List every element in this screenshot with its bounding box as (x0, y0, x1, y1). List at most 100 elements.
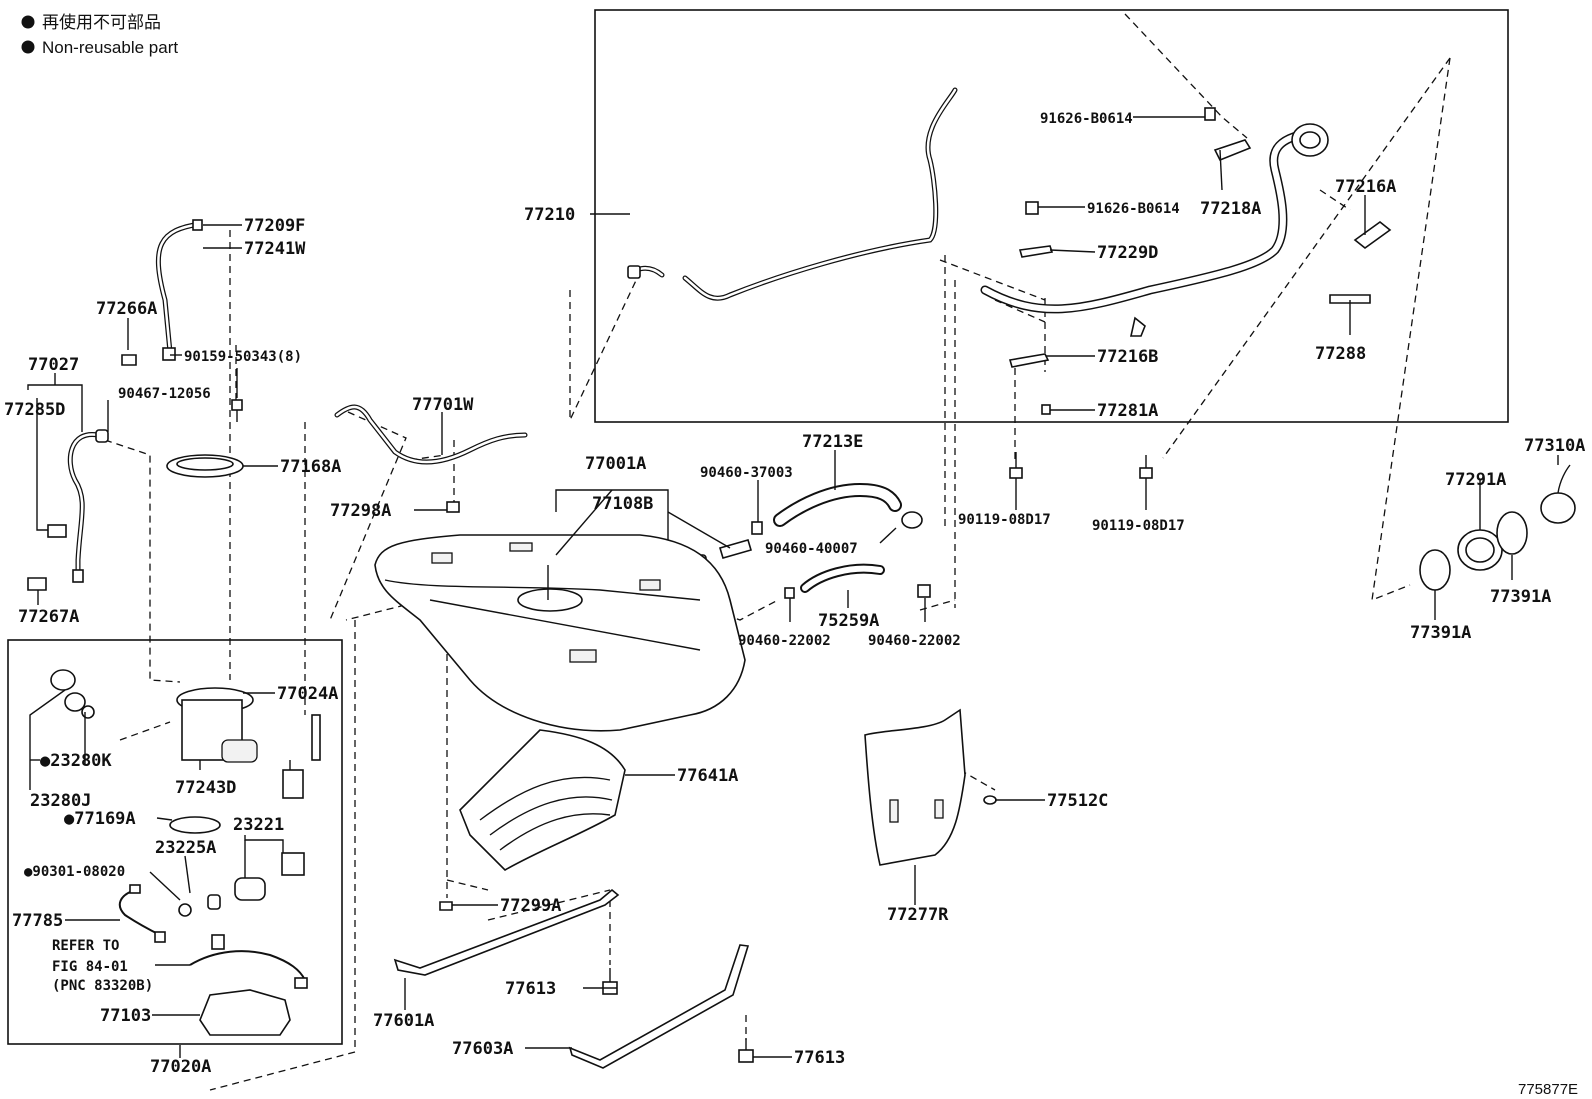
label-77216A: 77216A (1335, 177, 1396, 197)
label-90467-12056: 90467-12056 (118, 386, 211, 402)
bolt-91626-a (1204, 107, 1216, 121)
clip-77266A (121, 354, 137, 366)
label-77213E: 77213E (802, 432, 863, 452)
legend-line-en: Non-reusable part (42, 38, 178, 57)
filler-tube-77210 (627, 87, 958, 301)
label-77603A: 77603A (452, 1039, 513, 1059)
figure-id: 775877E (1518, 1081, 1578, 1098)
protector-77277R (864, 708, 966, 866)
label-90159-50343: 90159-50343(8) (184, 349, 302, 365)
ring-77291A (1457, 529, 1503, 571)
label-90460-22002-a: 90460-22002 (738, 633, 831, 649)
fuel-line-77701W (334, 404, 528, 465)
label-77024A: 77024A (277, 684, 338, 704)
legend-line-ja: 再使用不可部品 (42, 12, 161, 32)
clip-90460-22002-b (917, 584, 931, 598)
label-77243D: 77243D (175, 778, 236, 798)
bracket-77216A (1353, 220, 1392, 250)
clip-77299A (439, 901, 453, 911)
bracket-77229D (1018, 245, 1054, 258)
clamp-90460-37003 (751, 521, 763, 535)
label-90119-08D17-a: 90119-08D17 (958, 512, 1051, 528)
label-pnc-83320B: (PNC 83320B) (52, 978, 153, 994)
gasket-77391A-b (1419, 549, 1451, 591)
clip-77281A (1041, 404, 1051, 415)
label-77210: 77210 (524, 205, 575, 225)
bracket-77218A (1213, 139, 1252, 162)
label-77020A: 77020A (150, 1057, 211, 1077)
fuel-tank-77001A (374, 534, 746, 732)
label-refer-to: REFER TO (52, 938, 119, 954)
label-77613-a: 77613 (505, 979, 556, 999)
bolt-90119-a (1009, 452, 1023, 479)
bolt-90119-b (1139, 455, 1153, 479)
label-77613-b: 77613 (794, 1048, 845, 1068)
leader-lines (27, 116, 1559, 1058)
legend: 再使用不可部品 Non-reusable part (21, 12, 178, 57)
gasket-77168A (166, 454, 244, 478)
hose-75259A (800, 563, 885, 593)
pump-module-77024A (176, 687, 321, 763)
label-77169A: ●77169A (64, 809, 136, 829)
insulator-77641A (459, 729, 626, 871)
label-77641A: 77641A (677, 766, 738, 786)
label-77277R: 77277R (887, 905, 949, 925)
label-91626-B0614-a: 91626-B0614 (1040, 111, 1133, 127)
label-91626-B0614-b: 91626-B0614 (1087, 201, 1180, 217)
part-labels: 77209F 77241W 77266A 77027 77285D 90159-… (4, 111, 1585, 1077)
bolt-77613-a (602, 968, 618, 995)
label-23280K: ●23280K (40, 751, 112, 771)
breather-tube-77209F (155, 219, 203, 361)
label-77209F: 77209F (244, 216, 305, 236)
label-77103: 77103 (100, 1006, 151, 1026)
label-23221: 23221 (233, 815, 284, 835)
label-77785: 77785 (12, 911, 63, 931)
label-90119-08D17-b: 90119-08D17 (1092, 518, 1185, 534)
filter-23280J (50, 669, 95, 719)
label-77266A: 77266A (96, 299, 157, 319)
hose-77213E (773, 482, 902, 527)
label-90460-22002-b: 90460-22002 (868, 633, 961, 649)
label-fig-84-01: FIG 84-01 (52, 959, 128, 975)
label-77216B: 77216B (1097, 347, 1158, 367)
label-23280J: 23280J (30, 791, 91, 811)
o-ring-90301 (178, 903, 192, 917)
label-77108B: 77108B (592, 494, 653, 514)
sender-77243D (282, 760, 304, 799)
bracket-77216B (1008, 353, 1050, 368)
label-77267A: 77267A (18, 607, 79, 627)
label-77285D: 77285D (4, 400, 65, 420)
label-77218A: 77218A (1200, 199, 1261, 219)
bracket-77288 (1329, 294, 1371, 304)
label-90460-37003: 90460-37003 (700, 465, 793, 481)
label-77299A: 77299A (500, 896, 561, 916)
clip-90460-22002-a (784, 587, 795, 599)
pump-23221 (234, 852, 305, 901)
label-77001A: 77001A (585, 454, 646, 474)
clip-77298A (446, 501, 460, 513)
label-77298A: 77298A (330, 501, 391, 521)
label-77241W: 77241W (244, 239, 306, 259)
harness-83320B (189, 934, 308, 989)
cover-77103 (199, 989, 291, 1036)
label-77229D: 77229D (1097, 243, 1158, 263)
label-77391A-b: 77391A (1410, 623, 1471, 643)
label-77281A: 77281A (1097, 401, 1158, 421)
label-77512C: 77512C (1047, 791, 1108, 811)
label-90460-40007: 90460-40007 (765, 541, 858, 557)
label-77701W: 77701W (412, 395, 474, 415)
label-77291A: 77291A (1445, 470, 1506, 490)
bolt-77613-b (738, 1038, 754, 1063)
label-77391A-a: 77391A (1490, 587, 1551, 607)
strap-77601A (393, 888, 620, 976)
cap-77310A (1540, 464, 1576, 524)
label-77288: 77288 (1315, 344, 1366, 364)
bolt-91626-b (1025, 201, 1039, 215)
label-90301-08020: ●90301-08020 (24, 864, 125, 880)
bracket-small (1130, 316, 1146, 337)
label-23225A: 23225A (155, 838, 216, 858)
harness-77785 (118, 884, 166, 943)
label-77027: 77027 (28, 355, 79, 375)
plug-77512C (983, 795, 997, 805)
vent-hose-77027 (47, 429, 109, 583)
